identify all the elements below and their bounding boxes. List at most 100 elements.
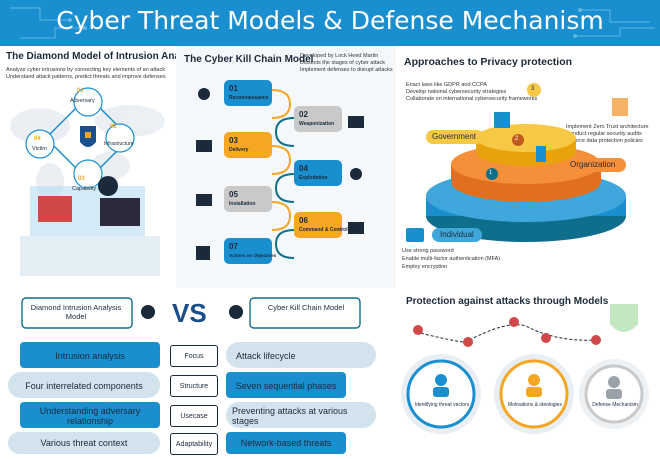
marker-3: 3 [531, 86, 535, 92]
gov-line-3: Collaborate on international cybersecuri… [406, 96, 538, 102]
chain-links-right [274, 117, 295, 259]
person-icon-3 [606, 376, 622, 399]
document-icon [612, 98, 628, 116]
vs-label: VS [172, 298, 207, 328]
tier-gov-top [476, 124, 576, 152]
killchain-title: The Cyber Kill Chain Model [184, 54, 314, 65]
control-icon [348, 222, 364, 234]
document-icon [196, 246, 210, 260]
step-06-label: Command & Control [299, 227, 348, 233]
right-title-box [249, 297, 361, 329]
hacker-figures [141, 305, 243, 319]
node-num-02: 02 [110, 124, 117, 130]
ind-line-1: Use strong password [402, 248, 454, 254]
privacy-title: Approaches to Privacy protection [404, 56, 573, 68]
step-01-num: 01 [229, 84, 238, 93]
step-01-label: Reconnaissance [229, 95, 269, 101]
kill-chain-diagram [196, 80, 364, 264]
node-infrastructure [105, 123, 135, 153]
kill-chain-icons [196, 88, 364, 260]
marker-2: 2 [515, 136, 519, 142]
step-07-label: Actions on Objectives [229, 253, 277, 258]
hacker-icon [98, 176, 118, 196]
gov-line-1: Enact laws like GDPR and CCPA [406, 82, 487, 88]
left-model-title: Diamond Intrusion Analysis Model [30, 303, 122, 321]
network-icon [350, 168, 362, 180]
laptop-screen-icon [38, 196, 72, 222]
shield-icon [80, 126, 96, 147]
step-04-label: Exploitation [299, 175, 328, 181]
protection-title: Protection against attacks through Model… [406, 296, 609, 307]
building-icons [494, 112, 546, 162]
node-label-infrastructure: Infrastructure [104, 141, 134, 147]
ind-line-2: Enable multi-factor authentication (MFA) [402, 256, 501, 262]
org-line-3: Enforce data protection policies [566, 138, 643, 144]
privacy-tiers-diagram [406, 83, 628, 242]
step-02-label: Weaponization [299, 121, 335, 127]
org-line-1: Implement Zero Trust architecture [566, 124, 649, 130]
diamond-line-1: Analyze cyber intrusions by connecting k… [6, 67, 165, 73]
step-06-box [294, 212, 342, 238]
install-icon [196, 194, 212, 206]
ind-line-3: Employ encryption [402, 264, 448, 270]
circuit-decoration [10, 7, 655, 39]
criteria-adaptability: Adaptability [170, 433, 218, 455]
hacker-right-icon [229, 305, 243, 319]
envelope-icon [196, 140, 212, 152]
label-government-pill [426, 130, 484, 144]
killchain-note-3: Implement defenses to disrupt attacks [300, 67, 393, 73]
right-item-4: Network-based threats [240, 438, 332, 448]
protection-panel: Protection against attacks through Model… [396, 290, 660, 459]
node-label-adversary: Adversary [70, 98, 95, 104]
right-item-1: Attack lifecycle [236, 351, 296, 361]
label-individual-pill [432, 228, 482, 242]
person-icon-1 [433, 374, 449, 397]
bank-icon [494, 112, 510, 128]
diamond-model-panel: The Diamond Model of Intrusion Analysis … [0, 46, 176, 288]
left-item-1: Intrusion analysis [55, 351, 125, 361]
node-label-capability: Capability [72, 186, 97, 192]
step-02-box [294, 106, 342, 132]
office-icon [536, 146, 546, 162]
privacy-panel: Approaches to Privacy protection Enact l… [396, 46, 660, 288]
org-line-2: Conduct regular security audits [566, 131, 642, 137]
diamond-line-2: Understand attack patterns, predict thre… [6, 74, 166, 80]
protection-item-1: Identifying threat vectors [414, 402, 470, 408]
step-01-box [224, 80, 272, 106]
label-organization: Organization [570, 160, 616, 169]
person-icon-2 [526, 374, 542, 397]
step-07-box [224, 238, 272, 264]
step-03-num: 03 [229, 136, 238, 145]
protection-item-3: Defense Mechanism [592, 402, 638, 408]
ground [20, 236, 160, 276]
step-05-box [224, 186, 272, 212]
killchain-note-2: Dissects the stages of cyber attack [300, 60, 385, 66]
alert-pins [413, 317, 601, 347]
label-government: Government [432, 132, 477, 141]
criteria-structure: Structure [170, 375, 218, 397]
label-organization-pill [566, 158, 626, 172]
marker-1: 1 [489, 170, 493, 176]
step-03-box [224, 132, 272, 158]
criteria-usecase: Usecase [170, 405, 218, 427]
step-04-num: 04 [299, 164, 308, 173]
label-individual: Individual [440, 230, 474, 239]
target-icon [198, 88, 210, 100]
killchain-note-1: Developed by Lock Heed Martin [300, 53, 379, 59]
diamond-diagram [10, 87, 165, 276]
protection-item-2: Motivations & ideologies [508, 402, 562, 408]
node-num-01: 01 [77, 88, 84, 94]
lock-icon [406, 228, 424, 242]
monitor-icon [348, 116, 364, 128]
hacker-left-icon [141, 305, 155, 319]
node-adversary [73, 87, 103, 117]
right-item-2: Seven sequential phases [235, 381, 337, 391]
left-item-4: Various threat context [40, 438, 128, 448]
step-06-num: 06 [299, 216, 308, 225]
kill-chain-panel: The Cyber Kill Chain Model Developed by … [176, 46, 396, 288]
shield-check-icon [610, 304, 638, 332]
right-item-3: Preventing attacks at various stages [232, 406, 348, 426]
step-02-num: 02 [299, 110, 308, 119]
node-num-03: 03 [78, 176, 85, 182]
left-item-2: Four interrelated components [25, 381, 143, 391]
